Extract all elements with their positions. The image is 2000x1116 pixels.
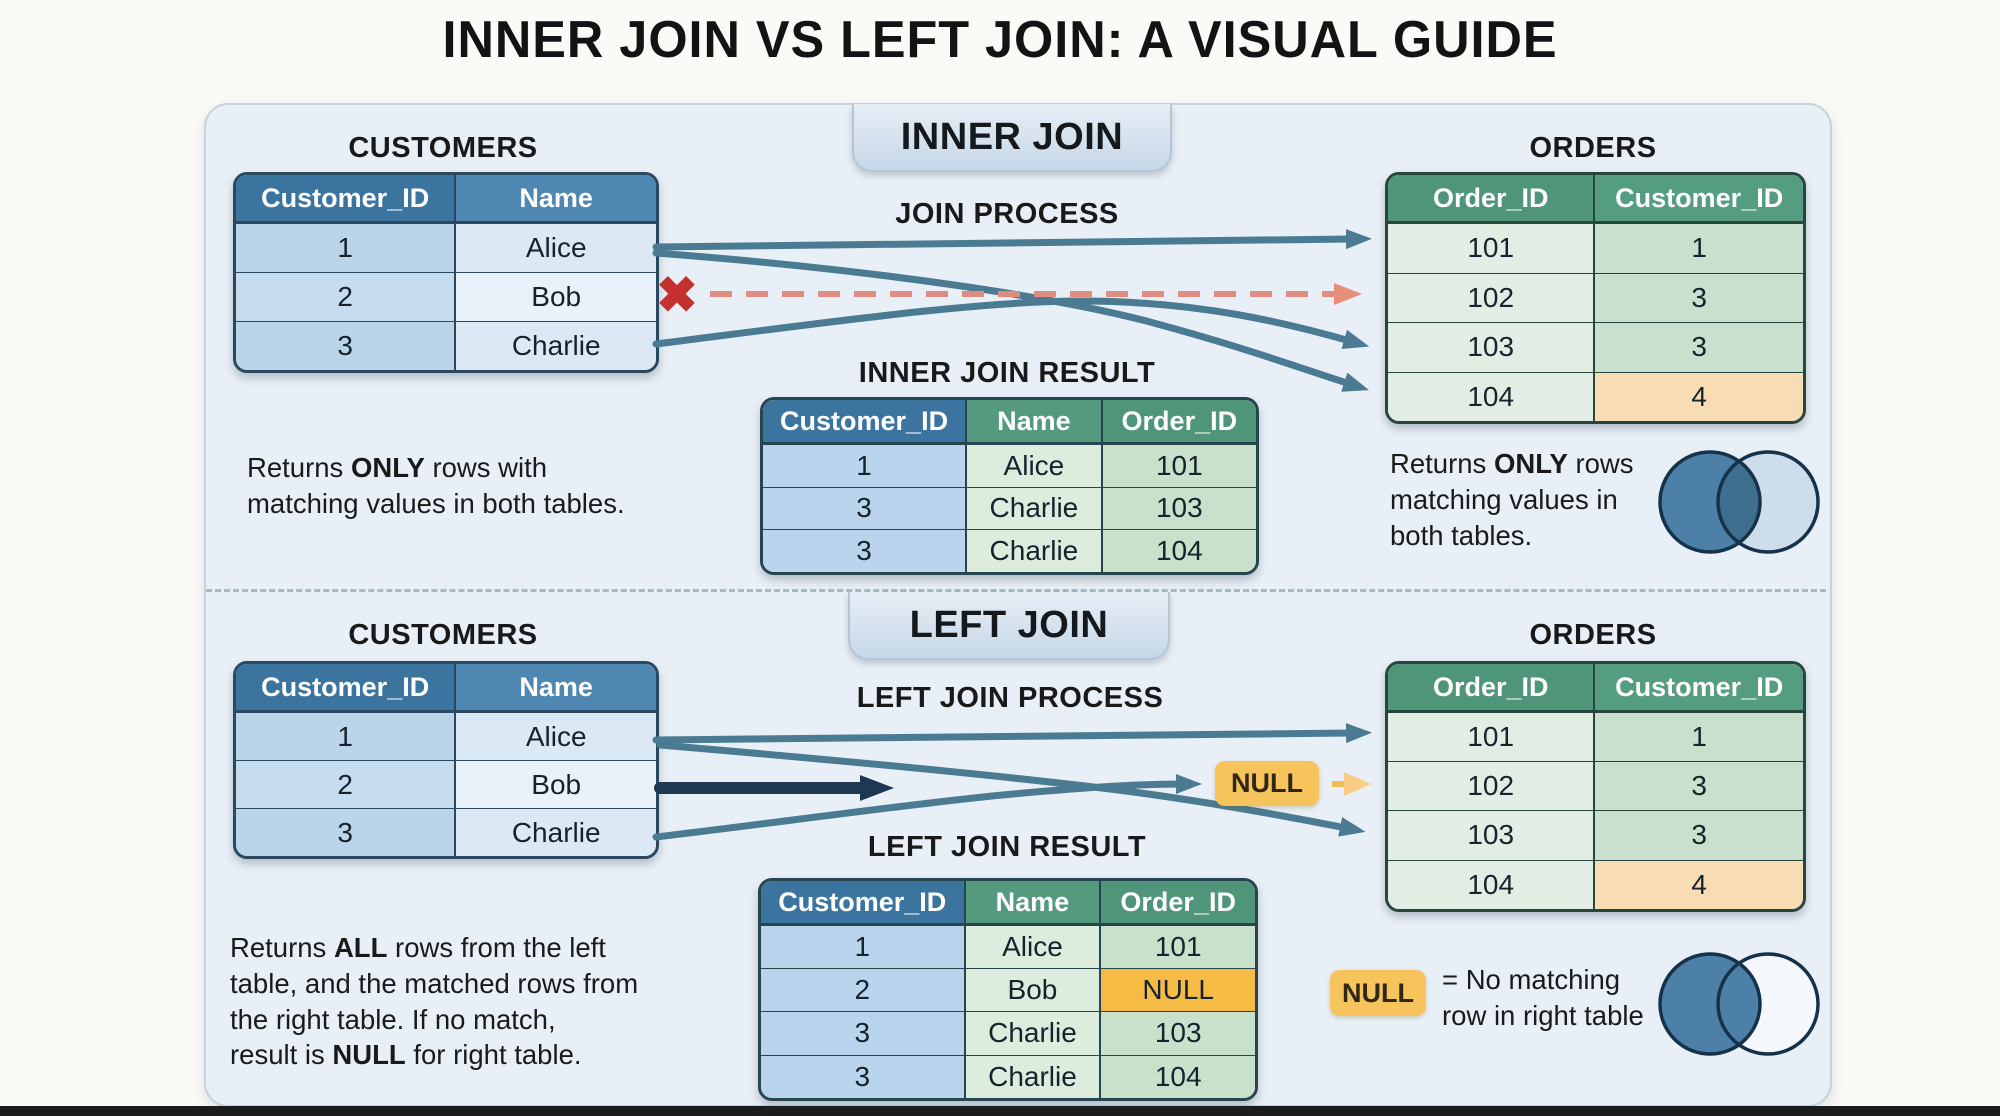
table-cell: 101 (1388, 712, 1594, 762)
inner-join-note-left: Returns ONLY rows with matching values i… (247, 452, 625, 519)
table-cell: Charlie (963, 1011, 1100, 1055)
table-cell: 102 (1388, 761, 1594, 811)
table-cell: 2 (236, 272, 455, 321)
column-header: Customer_ID (1593, 664, 1803, 712)
column-header: Order_ID (1388, 664, 1594, 712)
table-cell: Bob (963, 968, 1100, 1012)
table-cell: 1 (763, 444, 966, 487)
table-cell: 1 (236, 223, 455, 272)
table-cell: 104 (1099, 1054, 1255, 1098)
table-cell: Alice (454, 712, 656, 760)
bottom-bar (0, 1106, 2000, 1116)
table-cell: 3 (763, 529, 966, 572)
table-cell: 3 (236, 321, 455, 370)
table-cell: NULL (1099, 968, 1255, 1012)
inner-join-note-right: Returns ONLY rows matching values in bot… (1390, 448, 1634, 551)
table-cell: 1 (1593, 223, 1803, 273)
table-cell: 4 (1593, 859, 1803, 909)
orders-table-title-inner: ORDERS (1529, 132, 1657, 164)
column-header: Name (963, 881, 1100, 925)
table-cell: 103 (1388, 322, 1594, 372)
table-cell: 104 (1100, 529, 1256, 572)
table-cell: 103 (1099, 1011, 1255, 1055)
column-header: Order_ID (1100, 400, 1256, 444)
column-header: Customer_ID (761, 881, 964, 925)
table-cell: Charlie (965, 486, 1101, 529)
table-cell: 2 (236, 760, 455, 808)
table-cell: 3 (1593, 272, 1803, 322)
table-cell: 104 (1388, 859, 1594, 909)
column-header: Name (965, 400, 1101, 444)
left-join-process-label: LEFT JOIN PROCESS (856, 682, 1164, 714)
table-cell: 1 (761, 925, 964, 969)
null-badge: NULL (1215, 761, 1319, 806)
null-legend-text: = No matching row in right table (1442, 964, 1644, 1031)
venn-inner-join-icon (1658, 450, 1820, 554)
table-cell: 102 (1388, 272, 1594, 322)
table-cell: 3 (1593, 761, 1803, 811)
table-cell: 101 (1099, 925, 1255, 969)
table-cell: 103 (1100, 486, 1256, 529)
left-join-note: Returns ALL rows from the left table, an… (230, 932, 639, 1071)
table-cell: Charlie (454, 321, 656, 370)
table-cell: Charlie (454, 808, 656, 856)
table-cell: 2 (761, 968, 964, 1012)
table-cell: 1 (1593, 712, 1803, 762)
section-divider (206, 589, 1826, 592)
table-cell: 101 (1100, 444, 1256, 487)
column-header: Name (454, 175, 656, 223)
venn-left-join-icon (1658, 952, 1820, 1056)
column-header: Customer_ID (763, 400, 966, 444)
table-cell: 3 (1593, 810, 1803, 860)
left-join-tab: LEFT JOIN (848, 592, 1170, 660)
customers-table-title-left: CUSTOMERS (348, 619, 538, 651)
column-header: Customer_ID (236, 175, 455, 223)
no-match-x-icon: ✖ (656, 267, 698, 323)
table-cell: 103 (1388, 810, 1594, 860)
table-cell: 101 (1388, 223, 1594, 273)
table-cell: 3 (236, 808, 455, 856)
table-cell: Alice (965, 444, 1101, 487)
left-join-result-label: LEFT JOIN RESULT (867, 831, 1147, 863)
table-cell: Bob (454, 760, 656, 808)
column-header: Order_ID (1388, 175, 1594, 223)
inner-join-tab: INNER JOIN (852, 104, 1172, 172)
page-title: INNER JOIN VS LEFT JOIN: A VISUAL GUIDE (442, 11, 1558, 69)
column-header: Order_ID (1099, 881, 1255, 925)
table-cell: 1 (236, 712, 455, 760)
table-cell: Charlie (963, 1054, 1100, 1098)
join-process-label: JOIN PROCESS (895, 198, 1119, 230)
inner-join-result-label: INNER JOIN RESULT (858, 357, 1156, 389)
table-cell: Bob (454, 272, 656, 321)
table-cell: 3 (763, 486, 966, 529)
table-cell: Alice (454, 223, 656, 272)
table-cell: Alice (963, 925, 1100, 969)
orders-table-title-left: ORDERS (1529, 619, 1657, 651)
null-legend-chip: NULL (1330, 970, 1426, 1016)
table-cell: 104 (1388, 371, 1594, 421)
table-cell: 4 (1593, 371, 1803, 421)
table-cell: 3 (761, 1054, 964, 1098)
table-cell: 3 (761, 1011, 964, 1055)
column-header: Customer_ID (1593, 175, 1803, 223)
column-header: Customer_ID (236, 664, 455, 712)
customers-table-title-inner: CUSTOMERS (348, 132, 538, 164)
table-cell: 3 (1593, 322, 1803, 372)
table-cell: Charlie (965, 529, 1101, 572)
column-header: Name (454, 664, 656, 712)
